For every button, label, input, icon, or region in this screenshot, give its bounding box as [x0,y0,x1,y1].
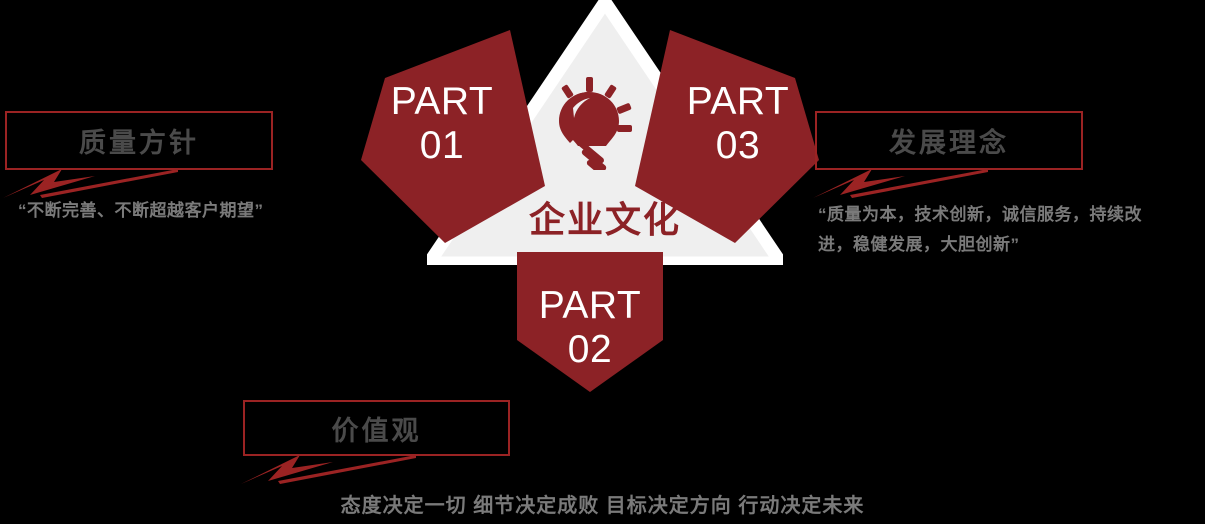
part-01-shape[interactable]: PART 01 [355,28,545,258]
lightbulb-icon [545,75,635,170]
lightning-underline-left-icon [0,163,180,203]
callout-bottom-title: 价值观 [331,415,422,446]
callout-right-quote: “质量为本，技术创新，诚信服务，持续改进，稳健发展，大胆创新” [818,205,1142,254]
callout-left-box[interactable]: 质量方针 [5,111,273,170]
part-02-shape[interactable]: PART 02 [517,252,663,392]
callout-right-title: 发展理念 [889,128,1009,158]
part-02-label: PART 02 [538,284,642,371]
part-03-label: PART 03 [686,80,790,167]
lightning-underline-bottom-icon [238,449,418,489]
lightning-underline-right-icon [810,163,990,203]
part-01-label: PART 01 [390,80,494,167]
callout-left-title: 质量方针 [79,128,199,158]
center-title: 企业文化 [528,199,681,240]
callout-bottom-box[interactable]: 价值观 [243,400,510,456]
callout-left-quote: “不断完善、不断超越客户期望” [18,201,264,220]
part-03-shape[interactable]: PART 03 [635,28,825,258]
callout-right-box[interactable]: 发展理念 [815,111,1083,170]
bottom-slogan: 态度决定一切 细节决定成败 目标决定方向 行动决定未来 [340,495,865,517]
